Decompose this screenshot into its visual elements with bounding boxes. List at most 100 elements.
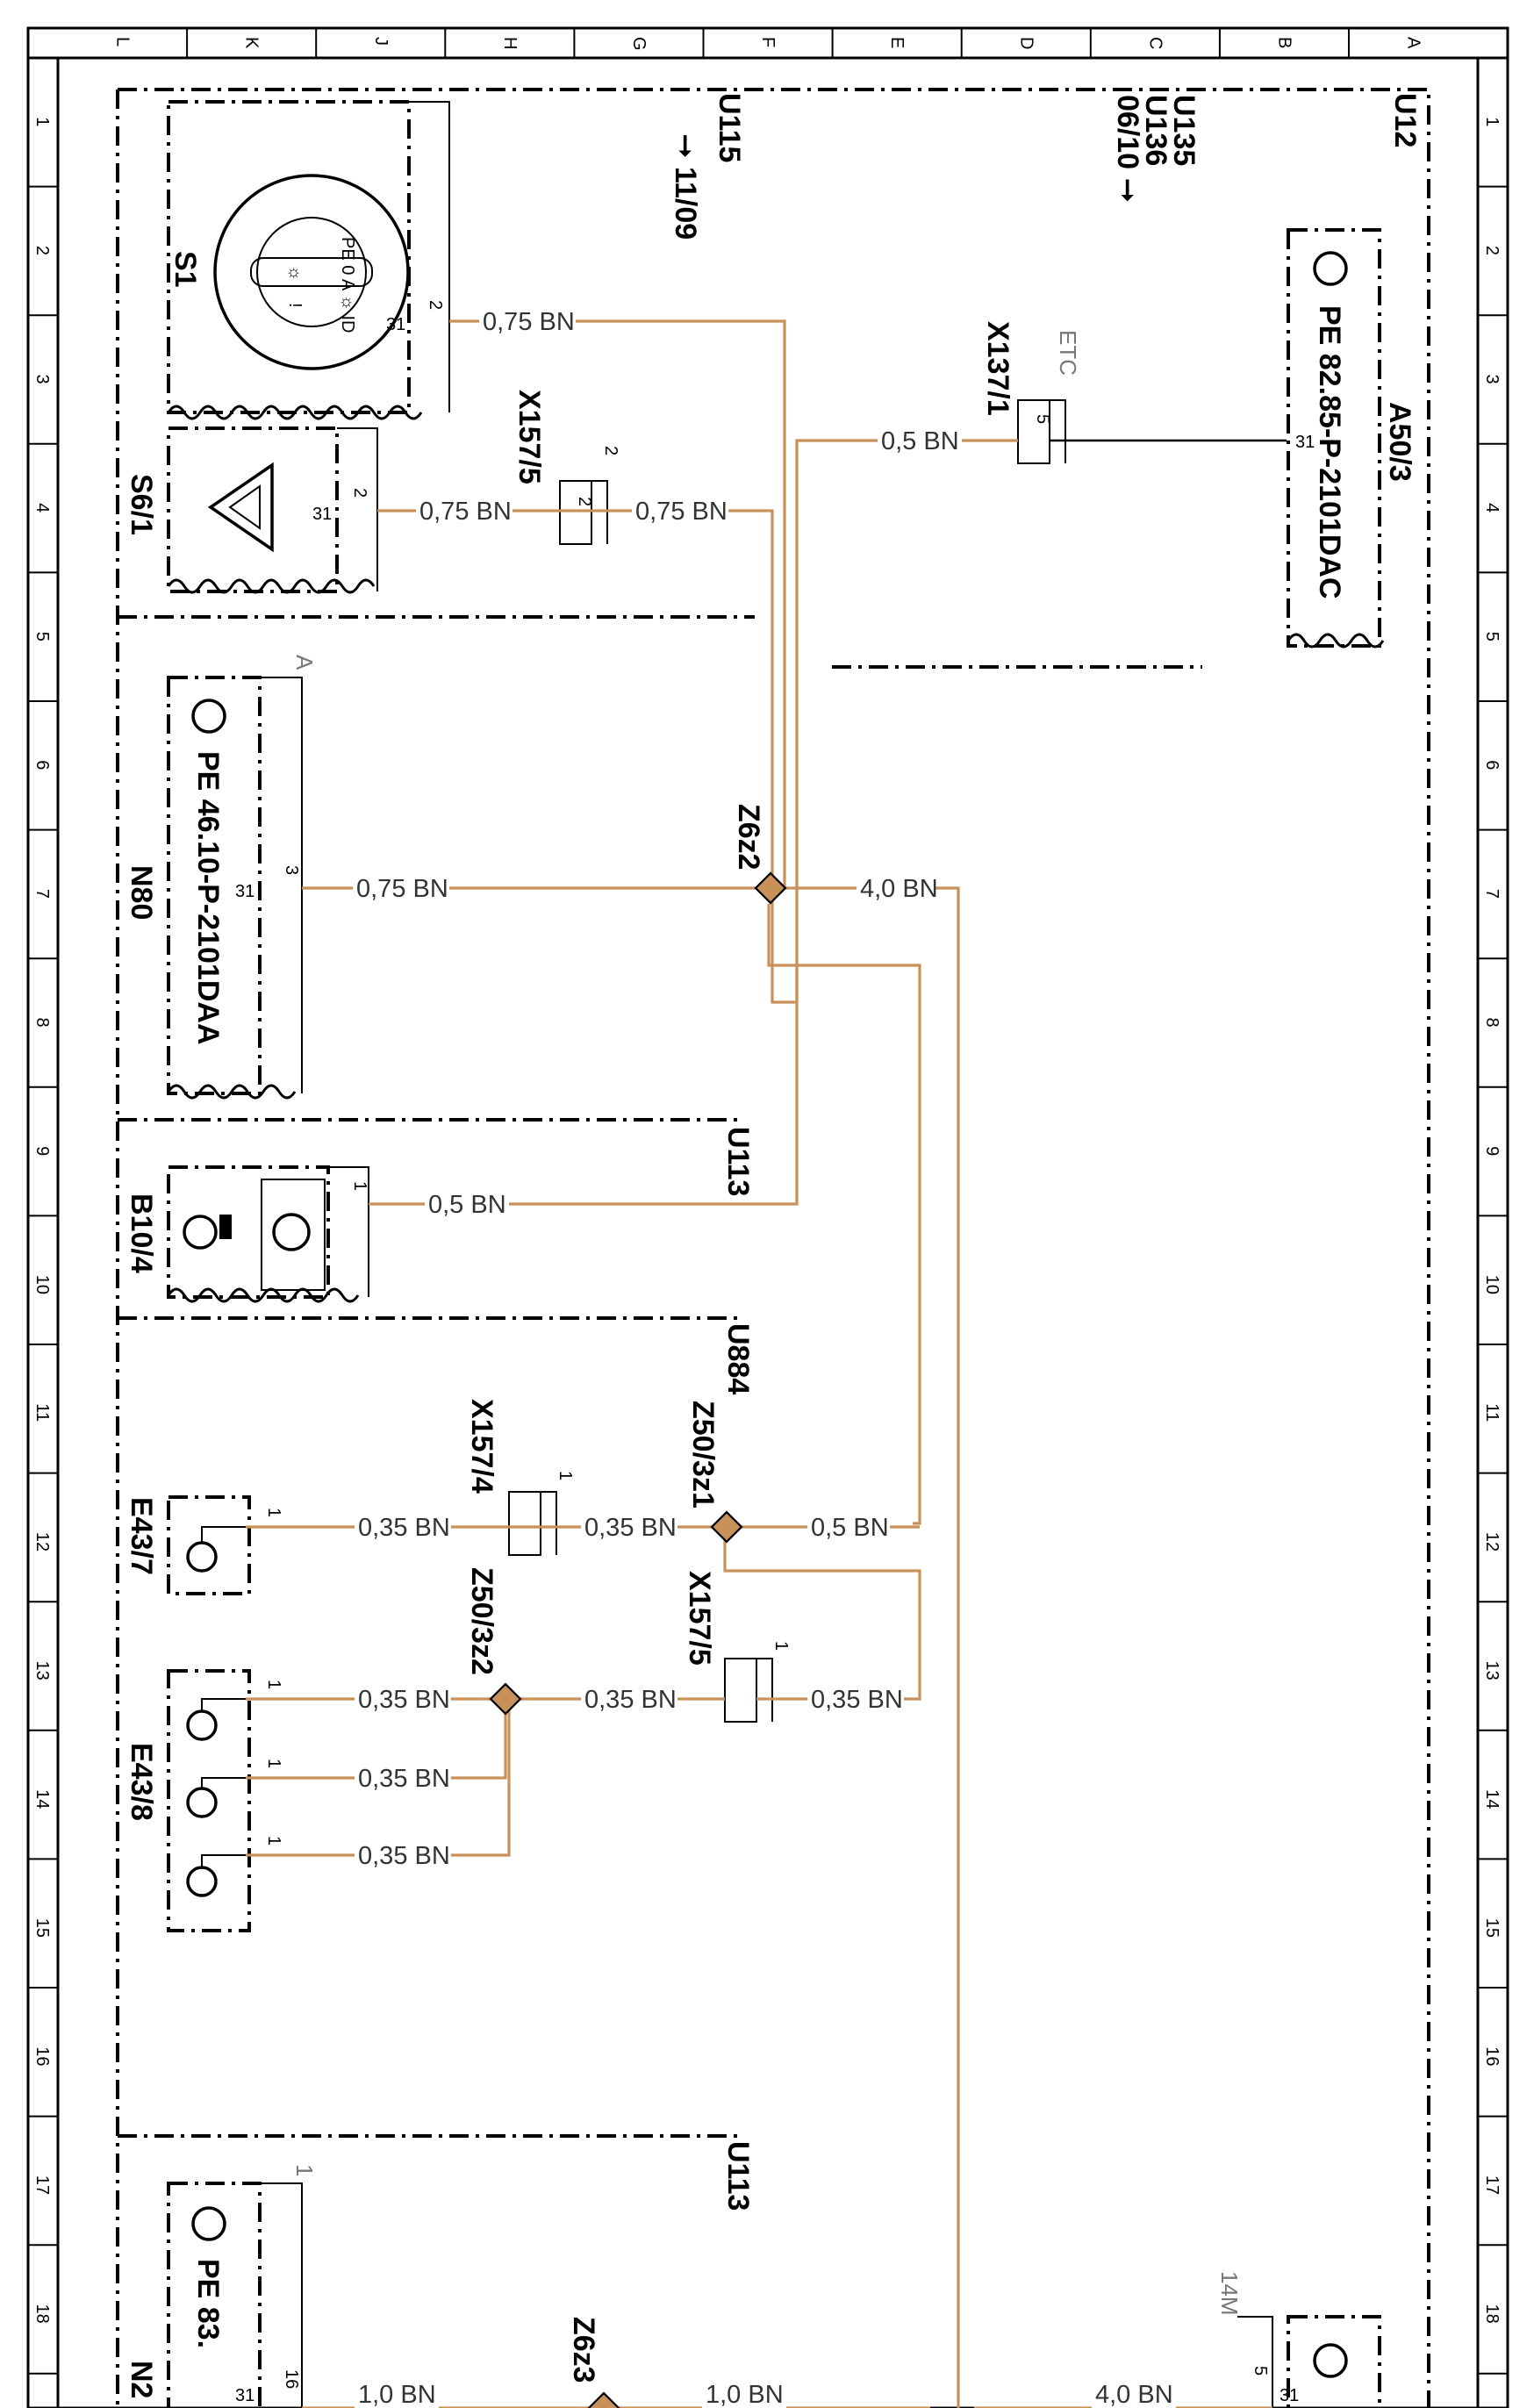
row-label: 9 [1482, 1146, 1502, 1156]
n2-label: N2 [125, 2361, 158, 2398]
component-n2: PE 83. N2 1 [125, 2164, 318, 2408]
x157-5a-pin-2-outer: 2 [601, 446, 620, 455]
n2-variant: 1 [291, 2164, 318, 2176]
wire-e43-8-b [246, 1708, 507, 1780]
x157-4-pin-1: 1 [556, 1471, 575, 1480]
n2-ref: PE 83. [191, 2259, 225, 2348]
row-label: 7 [32, 889, 52, 899]
row-label: 4 [32, 503, 52, 512]
b10-4-level-icon [219, 1215, 232, 1239]
label-bg [702, 2380, 786, 2408]
wire-label-x157-5a: 0,75 BN [635, 498, 728, 526]
wire-s6-1 [377, 509, 774, 888]
e43-8-lamp-2-lead [201, 1777, 246, 1788]
s1-sun-icon: ☼ [285, 265, 305, 281]
label-bg [479, 307, 576, 335]
x157-5b-pin-1: 1 [771, 1641, 791, 1651]
wire-z6z2-loop [771, 888, 799, 1004]
e43-8-lamp-1-lead [201, 1698, 246, 1711]
label-bg [355, 1513, 451, 1541]
component-a50-3: PE 82.85-P-2101DAC A50/3 [1287, 228, 1416, 649]
n2-pin-16: 16 [282, 2369, 301, 2389]
x137-1-box [1017, 399, 1050, 464]
s6-1-break-line [167, 578, 376, 594]
column-label: D [1016, 37, 1036, 49]
row-label: 10 [1482, 1275, 1502, 1294]
n80-break-line [167, 1084, 297, 1100]
wire-labels: 0,75 BN 0,75 BN 0,75 BN 0,5 BN 0,75 BN 4… [353, 307, 1176, 2408]
b10-4-pin-1: 1 [350, 1181, 369, 1191]
label-bg [878, 426, 962, 455]
bottom-right-housing-side [1237, 2316, 1273, 2408]
label-bg [353, 874, 449, 902]
s1-position-marks-icon: PE 0 A ☼ ID [338, 237, 357, 333]
bottom-right-pin-31: 31 [1280, 2386, 1299, 2405]
row-label: 8 [1482, 1018, 1502, 1028]
column-label: K [242, 37, 262, 49]
s1-knob [256, 217, 367, 327]
row-label: 6 [32, 760, 52, 770]
row-label: 14 [32, 1789, 52, 1809]
row-label: 5 [1482, 632, 1502, 641]
a50-3-sensor-icon [1313, 251, 1348, 286]
wire-label-z50-3z1: 0,5 BN [811, 1514, 889, 1542]
wire-z6z2-main [785, 886, 960, 2408]
b10-4-housing-side [328, 1166, 369, 1297]
section-u12: U12 [1388, 93, 1422, 147]
n80-ref: PE 46.10-P-2101DAA [191, 751, 225, 1045]
z6z3-label: Z6z3 [567, 2317, 600, 2383]
component-s1: ☼ ! PE 0 A ☼ ID S1 [167, 100, 450, 420]
section-u113-a: U113 [721, 1127, 755, 1196]
wire-label-n2: 1,0 BN [358, 2381, 436, 2408]
s1-knob-bar [250, 257, 373, 287]
e43-8-lamp-3-lead [201, 1854, 246, 1867]
s1-label: S1 [168, 251, 202, 288]
wire-label-b10-4: 0,5 BN [428, 1191, 506, 1219]
e43-7-housing [167, 1495, 251, 1595]
e43-7-lamp-icon [186, 1541, 218, 1573]
b10-4-housing [167, 1165, 330, 1299]
section-labels: U115 ➞ 11/09 U135 U136 06/10 ➞ U12 U113 … [669, 93, 1422, 2211]
x137-1-variant: ETC [1055, 330, 1081, 376]
x137-1-label: X137/1 [981, 321, 1014, 416]
row-label: 12 [1482, 1532, 1502, 1552]
label-bg [355, 1685, 451, 1713]
component-s6-1: S6/1 [125, 426, 378, 594]
column-label: E [887, 37, 907, 48]
row-label: 18 [32, 2304, 52, 2324]
s1-rotary-dial [213, 174, 410, 370]
a50-3-label: A50/3 [1383, 402, 1416, 482]
column-label: F [758, 37, 778, 47]
z50-3z2-node [489, 1682, 522, 1716]
s6-1-pin-31: 31 [312, 505, 332, 524]
x157-5b-box [724, 1658, 757, 1723]
x157-4-box [508, 1491, 541, 1556]
row-label: 14 [1482, 1789, 1502, 1809]
e43-7-lamp-lead [201, 1526, 246, 1543]
row-label: 12 [32, 1532, 52, 1552]
row-label: 2 [1482, 246, 1502, 255]
label-bg [581, 1513, 677, 1541]
row-label: 10 [32, 1275, 52, 1294]
component-e43-8: E43/8 [125, 1669, 251, 1932]
column-label: A [1404, 37, 1423, 49]
wire-label-z6z3: 1,0 BN [706, 2381, 784, 2408]
s6-1-pin-2: 2 [350, 488, 369, 498]
splice-nodes: Z6z2 Z50/3z1 Z50/3z2 Z6z3 [465, 804, 787, 2408]
x157-5b-label: X157/5 [683, 1571, 716, 1666]
section-u115: U115 [713, 93, 746, 162]
row-label: 1 [1482, 117, 1502, 126]
n80-housing [167, 676, 262, 1095]
row-label: 4 [1482, 503, 1502, 512]
x157-4-label: X157/4 [465, 1399, 498, 1494]
a50-3-housing [1287, 228, 1381, 648]
s1-housing [167, 100, 411, 414]
row-label: 6 [1482, 760, 1502, 770]
column-label: H [500, 37, 520, 49]
row-label: 7 [1482, 889, 1502, 899]
a50-3-pin-31: 31 [1295, 433, 1315, 452]
